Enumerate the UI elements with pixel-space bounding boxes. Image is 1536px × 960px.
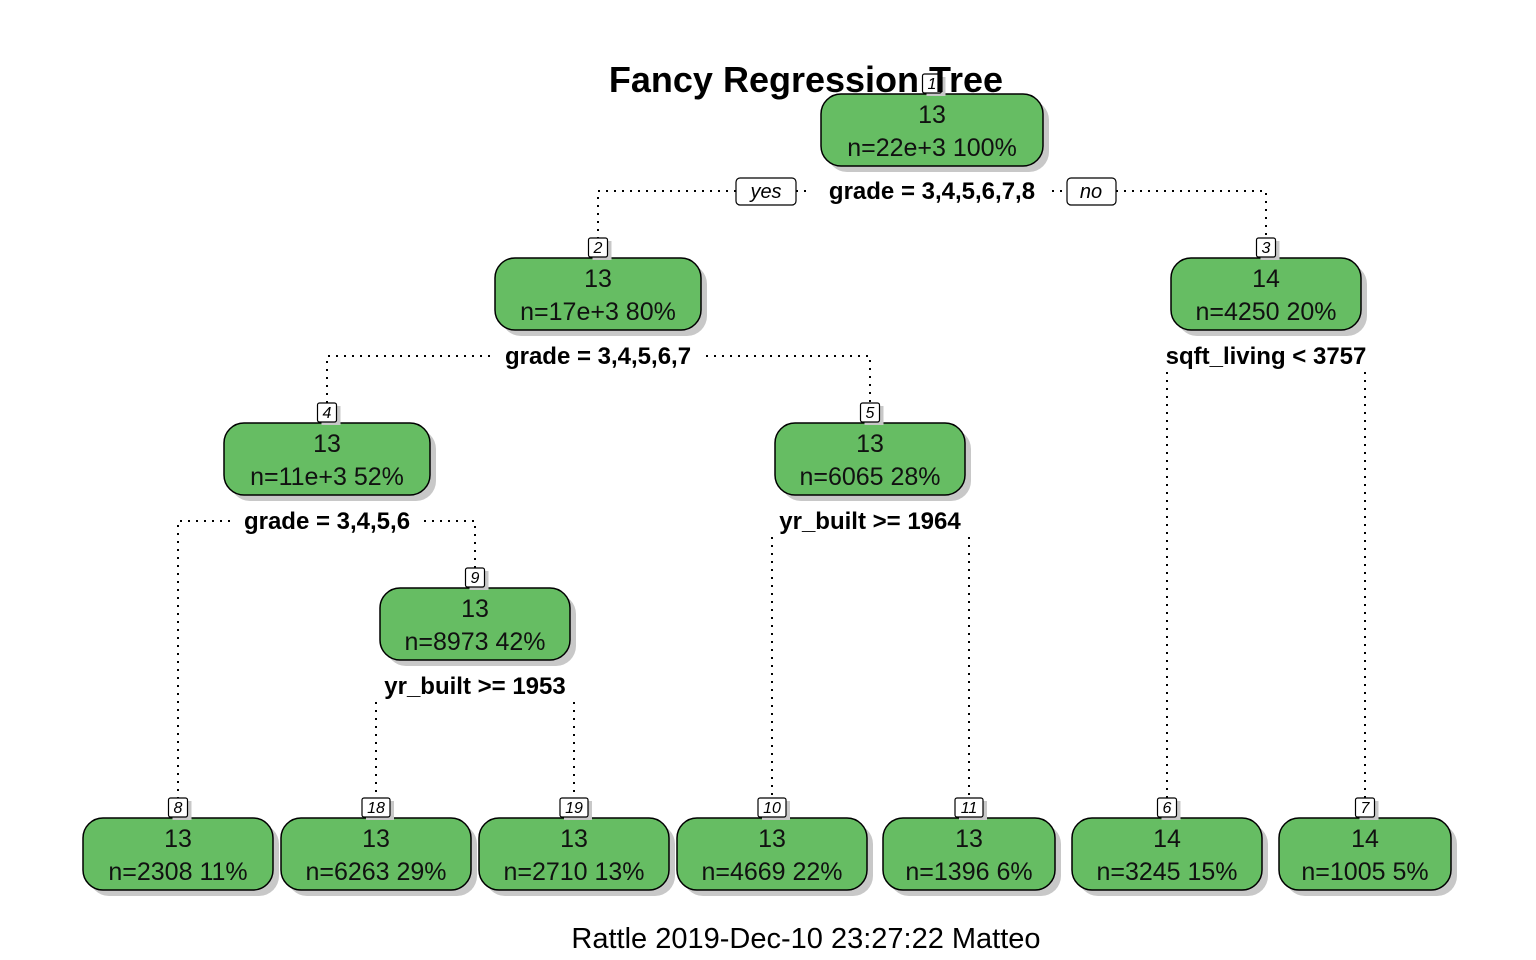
tree-node-2: 2 13 n=17e+3 80% [494,237,707,336]
node-number-box [757,797,787,818]
node-stats: n=4250 20% [1195,298,1336,326]
node-number-box [1255,237,1277,258]
node-value: 13 [856,430,884,458]
node-number: 7 [1361,800,1371,817]
tree-node-4: 4 13 n=11e+3 52% [223,402,436,501]
node-value: 13 [362,825,390,853]
tree-node-1: 1 13 n=22e+3 100% [820,73,1049,172]
node-number-box [559,797,589,818]
node-number: 1 [928,76,937,93]
no-label: no [1080,181,1102,203]
node-stats: n=3245 15% [1096,858,1237,886]
edge-1-2 [597,190,736,239]
node-stats: n=11e+3 52% [250,463,404,491]
tree-edges [177,190,1366,799]
node-stats: n=22e+3 100% [847,134,1017,162]
node-number-box [921,73,943,94]
node-number-box [464,567,486,588]
node-stats: n=6065 28% [799,463,940,491]
node-number-box [954,797,984,818]
split-label-node-9: yr_built >= 1953 [384,673,565,700]
tree-node-7: 7 14 n=1005 5% [1278,797,1457,896]
node-number: 19 [565,800,583,817]
node-value: 14 [1351,825,1379,853]
node-number: 10 [763,800,781,817]
edge-2-5 [706,355,871,403]
node-number: 9 [471,570,480,587]
node-number-box [859,402,881,423]
tree-node-11: 11 13 n=1396 6% [882,797,1061,896]
node-value: 13 [918,101,946,129]
node-value: 13 [584,265,612,293]
node-number: 4 [323,405,332,422]
edge-4-8 [177,520,230,799]
node-stats: n=8973 42% [404,628,545,656]
tree-node-8: 8 13 n=2308 11% [82,797,279,896]
tree-node-5: 5 13 n=6065 28% [774,402,971,501]
node-number: 11 [961,800,978,817]
node-stats: n=17e+3 80% [520,298,676,326]
edge-1-3 [1116,190,1267,239]
chart-title: Fancy Regression Tree [609,59,1003,100]
split-label-node-2: grade = 3,4,5,6,7 [505,343,691,370]
node-number-box [167,797,189,818]
node-number-box [1156,797,1178,818]
node-stats: n=4669 22% [701,858,842,886]
node-number: 5 [866,405,875,422]
tree-node-9: 9 13 n=8973 42% [379,567,576,666]
edge-2-4 [326,355,490,403]
tree-node-10: 10 13 n=4669 22% [676,797,873,896]
no-label-group: no [1066,177,1117,206]
node-number: 6 [1163,800,1172,817]
node-number-box [316,402,338,423]
yes-label-group: yes [735,177,797,206]
node-value: 13 [560,825,588,853]
tree-node-18: 18 13 n=6263 29% [280,797,477,896]
yes-label: yes [748,181,781,203]
node-number: 18 [367,800,385,817]
node-value: 13 [313,430,341,458]
node-stats: n=6263 29% [305,858,446,886]
node-number: 2 [593,240,603,257]
node-stats: n=2308 11% [108,858,247,886]
tree-node-6: 6 14 n=3245 15% [1071,797,1268,896]
node-value: 13 [758,825,786,853]
edge-4-9 [424,520,476,568]
tree-nodes: 1 13 n=22e+3 100% 2 13 n=17e+3 80% 3 14 n=4250 2… [82,73,1457,896]
split-label-node-3: sqft_living < 3757 [1166,343,1367,370]
node-number-box [1354,797,1376,818]
node-value: 14 [1153,825,1181,853]
node-number-box [587,237,609,258]
split-label-node-1: grade = 3,4,5,6,7,8 [829,178,1035,205]
node-value: 13 [164,825,192,853]
footer-caption: Rattle 2019-Dec-10 23:27:22 Matteo [571,923,1040,955]
node-stats: n=1396 6% [905,858,1032,886]
node-value: 14 [1252,265,1280,293]
node-number: 3 [1262,240,1271,257]
node-value: 13 [461,595,489,623]
tree-node-3: 3 14 n=4250 20% [1170,237,1367,336]
node-stats: n=2710 13% [503,858,644,886]
split-label-node-5: yr_built >= 1964 [779,508,961,535]
tree-node-19: 19 13 n=2710 13% [478,797,675,896]
node-number-box [361,797,391,818]
node-number: 8 [174,800,183,817]
split-labels: grade = 3,4,5,6,7,8 grade = 3,4,5,6,7 sq… [244,178,1366,700]
node-stats: n=1005 5% [1301,858,1428,886]
split-label-node-4: grade = 3,4,5,6 [244,508,410,535]
node-value: 13 [955,825,983,853]
